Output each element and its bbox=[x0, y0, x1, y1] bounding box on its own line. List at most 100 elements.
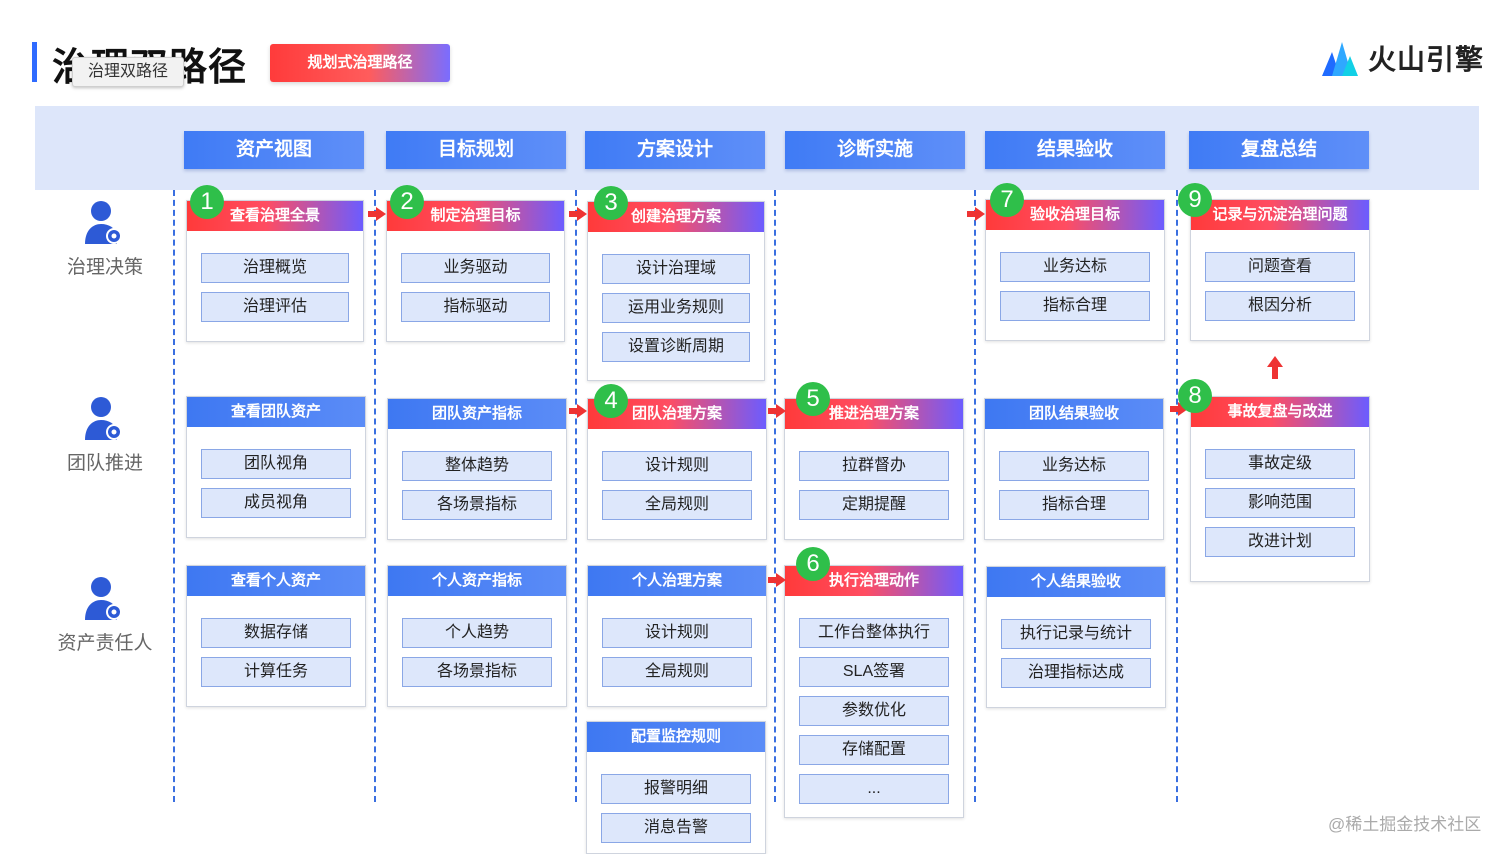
card-item[interactable]: 根因分析 bbox=[1205, 291, 1355, 321]
card-push-plan[interactable]: 推进治理方案 拉群督办 定期提醒 bbox=[784, 398, 964, 540]
card-item[interactable]: 运用业务规则 bbox=[602, 293, 750, 323]
card-item[interactable]: SLA签署 bbox=[799, 657, 949, 687]
card-item[interactable]: 业务达标 bbox=[1000, 252, 1150, 282]
flow-arrow-right-icon bbox=[569, 207, 587, 221]
card-item[interactable]: 工作台整体执行 bbox=[799, 618, 949, 648]
column-divider bbox=[774, 190, 776, 802]
card-item[interactable]: 定期提醒 bbox=[799, 490, 949, 520]
role-asset-owner: 资产责任人 bbox=[40, 576, 170, 655]
user-gear-icon bbox=[85, 201, 122, 244]
step-number: 5 bbox=[796, 382, 830, 416]
card-item[interactable]: ... bbox=[799, 774, 949, 804]
card-personal-asset-metrics[interactable]: 个人资产指标 个人趋势 各场景指标 bbox=[387, 565, 567, 707]
card-item[interactable]: 团队视角 bbox=[201, 449, 351, 479]
card-governance-overview[interactable]: 查看治理全景 治理概览 治理评估 bbox=[186, 200, 364, 342]
card-title: 查看个人资产 bbox=[187, 566, 365, 596]
card-item[interactable]: 设置诊断周期 bbox=[602, 332, 750, 362]
volcano-logo-icon bbox=[1322, 42, 1358, 76]
flow-arrow-right-icon bbox=[368, 207, 386, 221]
card-title: 个人资产指标 bbox=[388, 566, 566, 596]
card-item[interactable]: 事故定级 bbox=[1205, 449, 1355, 479]
card-item[interactable]: 报警明细 bbox=[601, 774, 751, 804]
card-personal-plan[interactable]: 个人治理方案 设计规则 全局规则 bbox=[587, 565, 767, 707]
title-tooltip: 治理双路径 bbox=[72, 57, 184, 87]
path-tag[interactable]: 规划式治理路径 bbox=[270, 44, 450, 82]
step-number: 7 bbox=[990, 183, 1024, 217]
watermark: @稀土掘金技术社区 bbox=[1328, 815, 1482, 834]
card-item[interactable]: 治理概览 bbox=[201, 253, 349, 283]
column-divider bbox=[575, 190, 577, 802]
stage-goal-planning[interactable]: 目标规划 bbox=[386, 131, 566, 169]
card-item[interactable]: 数据存储 bbox=[201, 618, 351, 648]
card-item[interactable]: 存储配置 bbox=[799, 735, 949, 765]
card-title: 个人结果验收 bbox=[987, 567, 1165, 597]
card-item[interactable]: 成员视角 bbox=[201, 488, 351, 518]
step-number: 2 bbox=[390, 185, 424, 219]
card-item[interactable]: 个人趋势 bbox=[402, 618, 552, 648]
card-item[interactable]: 全局规则 bbox=[602, 490, 752, 520]
card-team-assets[interactable]: 查看团队资产 团队视角 成员视角 bbox=[186, 396, 366, 538]
card-set-goals[interactable]: 制定治理目标 业务驱动 指标驱动 bbox=[386, 200, 565, 342]
card-record-issues[interactable]: 记录与沉淀治理问题 问题查看 根因分析 bbox=[1190, 199, 1370, 341]
stage-review[interactable]: 复盘总结 bbox=[1189, 131, 1369, 169]
column-divider bbox=[173, 190, 175, 802]
step-number: 6 bbox=[796, 547, 830, 581]
card-item[interactable]: 改进计划 bbox=[1205, 527, 1355, 557]
card-item[interactable]: 全局规则 bbox=[602, 657, 752, 687]
card-item[interactable]: 整体趋势 bbox=[402, 451, 552, 481]
card-team-acceptance[interactable]: 团队结果验收 业务达标 指标合理 bbox=[984, 398, 1164, 540]
card-item[interactable]: 业务驱动 bbox=[401, 253, 550, 283]
flow-arrow-right-icon bbox=[768, 404, 786, 418]
card-item[interactable]: 各场景指标 bbox=[402, 490, 552, 520]
card-title: 事故复盘与改进 bbox=[1191, 397, 1369, 427]
stage-acceptance[interactable]: 结果验收 bbox=[985, 131, 1165, 169]
flow-arrow-right-icon bbox=[967, 207, 985, 221]
card-item[interactable]: 执行记录与统计 bbox=[1001, 619, 1151, 649]
card-team-plan[interactable]: 团队治理方案 设计规则 全局规则 bbox=[587, 398, 767, 540]
step-number: 3 bbox=[594, 186, 628, 220]
column-divider bbox=[974, 190, 976, 802]
card-item[interactable]: 设计规则 bbox=[602, 451, 752, 481]
card-execute-actions[interactable]: 执行治理动作 工作台整体执行 SLA签署 参数优化 存储配置 ... bbox=[784, 565, 964, 818]
card-item[interactable]: 治理指标达成 bbox=[1001, 658, 1151, 688]
card-item[interactable]: 问题查看 bbox=[1205, 252, 1355, 282]
card-title: 团队资产指标 bbox=[388, 399, 566, 429]
stage-asset-view[interactable]: 资产视图 bbox=[184, 131, 364, 169]
role-label: 资产责任人 bbox=[57, 633, 153, 654]
column-divider bbox=[374, 190, 376, 802]
user-gear-icon bbox=[85, 397, 122, 440]
card-item[interactable]: 各场景指标 bbox=[402, 657, 552, 687]
card-team-asset-metrics[interactable]: 团队资产指标 整体趋势 各场景指标 bbox=[387, 398, 567, 540]
card-item[interactable]: 设计治理域 bbox=[602, 254, 750, 284]
card-item[interactable]: 业务达标 bbox=[999, 451, 1149, 481]
user-gear-icon bbox=[85, 577, 122, 620]
flow-arrow-up-icon bbox=[1267, 356, 1283, 379]
role-team-push: 团队推进 bbox=[40, 396, 170, 475]
card-create-plan[interactable]: 创建治理方案 设计治理域 运用业务规则 设置诊断周期 bbox=[587, 201, 765, 381]
column-divider bbox=[1176, 190, 1178, 802]
card-item[interactable]: 拉群督办 bbox=[799, 451, 949, 481]
card-item[interactable]: 消息告警 bbox=[601, 813, 751, 843]
stage-plan-design[interactable]: 方案设计 bbox=[585, 131, 765, 169]
step-number: 1 bbox=[190, 185, 224, 219]
card-item[interactable]: 指标驱动 bbox=[401, 292, 550, 322]
flow-arrow-right-icon bbox=[1170, 402, 1188, 416]
card-monitor-rules[interactable]: 配置监控规则 报警明细 消息告警 bbox=[586, 721, 766, 854]
role-governance-decision: 治理决策 bbox=[40, 200, 170, 279]
card-title: 个人治理方案 bbox=[588, 566, 766, 596]
card-item[interactable]: 治理评估 bbox=[201, 292, 349, 322]
stage-diagnosis[interactable]: 诊断实施 bbox=[785, 131, 965, 169]
card-item[interactable]: 计算任务 bbox=[201, 657, 351, 687]
card-item[interactable]: 指标合理 bbox=[1000, 291, 1150, 321]
card-personal-assets[interactable]: 查看个人资产 数据存储 计算任务 bbox=[186, 565, 366, 707]
card-item[interactable]: 影响范围 bbox=[1205, 488, 1355, 518]
card-personal-acceptance[interactable]: 个人结果验收 执行记录与统计 治理指标达成 bbox=[986, 566, 1166, 708]
card-item[interactable]: 指标合理 bbox=[999, 490, 1149, 520]
step-number: 9 bbox=[1178, 183, 1212, 217]
role-label: 治理决策 bbox=[66, 257, 143, 278]
card-accept-goals[interactable]: 验收治理目标 业务达标 指标合理 bbox=[985, 199, 1165, 341]
card-item[interactable]: 参数优化 bbox=[799, 696, 949, 726]
card-incident-review[interactable]: 事故复盘与改进 事故定级 影响范围 改进计划 bbox=[1190, 396, 1370, 582]
card-item[interactable]: 设计规则 bbox=[602, 618, 752, 648]
step-number: 4 bbox=[594, 384, 628, 418]
